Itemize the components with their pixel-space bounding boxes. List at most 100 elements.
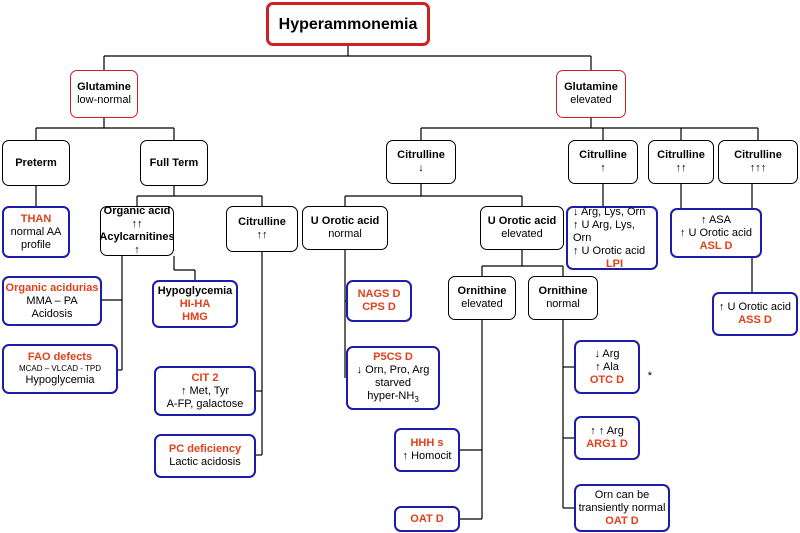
- than-line1: normal AA: [10, 225, 62, 238]
- gln-low-title: Glutamine: [77, 81, 131, 93]
- gln-high-title: Glutamine: [564, 81, 618, 93]
- lpi-name: LPI: [605, 257, 624, 270]
- p5cs-line3-text: hyper-NH: [367, 389, 415, 402]
- node-citrulline-fullterm: Citrulline ↑↑: [226, 206, 298, 252]
- p5cs-name: P5CS D: [373, 350, 413, 363]
- oa-dis-line2: Acidosis: [31, 307, 73, 320]
- node-nags-cps: NAGS D CPS D: [346, 280, 412, 322]
- otc-line1: ↓ Arg: [594, 347, 620, 360]
- node-cit2: CIT 2 ↑ Met, Tyr A-FP, galactose: [154, 366, 256, 416]
- asl-name: ASL D: [699, 239, 733, 252]
- node-organic-acid: Organic acid ↑↑ Acylcarnitines ↑: [99, 205, 175, 256]
- nags-name1: NAGS D: [357, 288, 401, 300]
- node-citrulline-up: Citrulline ↑: [568, 140, 638, 184]
- node-otc: ↓ Arg ↑ Ala OTC D *: [574, 340, 652, 394]
- otc-name: OTC D: [589, 373, 625, 386]
- lpi-line3: ↑ U Orotic acid: [573, 244, 646, 257]
- node-pc-deficiency: PC deficiency Lactic acidosis: [154, 434, 256, 478]
- node-citrulline-down: Citrulline ↓: [386, 140, 456, 184]
- nags-name2: CPS D: [362, 301, 396, 313]
- than-line2: profile: [21, 238, 51, 251]
- node-asl: ↑ ASA ↑ U Orotic acid ASL D: [670, 208, 762, 258]
- node-oat-normal: Orn can be transiently normal OAT D: [574, 484, 670, 532]
- node-preterm: Preterm: [2, 140, 70, 186]
- node-full-term: Full Term: [140, 140, 208, 186]
- p5cs-line2: starved: [374, 376, 412, 389]
- asl-line1: ↑ ASA: [701, 213, 731, 226]
- cit2-line2: A-FP, galactose: [166, 397, 244, 410]
- lpi-line1: ↓ Arg, Lys, Orn: [573, 205, 646, 218]
- pc-name: PC deficiency: [168, 443, 242, 455]
- node-ornithine-normal: Ornithine normal: [528, 276, 598, 320]
- node-hypoglycemia: Hypoglycemia HI-HA HMG: [152, 280, 238, 328]
- arg1-line1: ↑ ↑ Arg: [590, 425, 624, 437]
- oat2-line1: Orn can be: [594, 488, 650, 501]
- arg1-name: ARG1 D: [586, 438, 628, 450]
- node-citrulline-up3: Citrulline ↑↑↑: [718, 140, 798, 184]
- node-orotic-elevated: U Orotic acid elevated: [480, 206, 564, 250]
- p5cs-line3: hyper-NH3: [367, 390, 419, 405]
- ass-line1: ↑ U Orotic acid: [718, 301, 792, 313]
- node-citrulline-up2: Citrulline ↑↑: [648, 140, 714, 184]
- asl-line2: ↑ U Orotic acid: [679, 226, 753, 239]
- gln-low-value: low-normal: [77, 94, 131, 106]
- p5cs-line1: ↓ Orn, Pro, Arg: [356, 363, 430, 376]
- node-glutamine-elevated: Glutamine elevated: [556, 70, 626, 118]
- orn-e-value: elevated: [461, 298, 503, 310]
- cit2-line1: ↑ Met, Tyr: [180, 384, 230, 397]
- orn-n-title: Ornithine: [538, 285, 588, 297]
- cit-down-value: ↓: [418, 162, 424, 174]
- uoro-n-title: U Orotic acid: [310, 215, 380, 227]
- node-than: THAN normal AA profile: [2, 206, 70, 258]
- cit-up-value: ↑: [600, 162, 606, 174]
- oa-dis-line1: MMA – PA: [26, 294, 78, 307]
- node-organic-acidurias: Organic acidurias MMA – PA Acidosis: [2, 276, 102, 326]
- fao-line1: MCAD – VLCAD - TPD: [18, 364, 102, 373]
- oat1-name: OAT D: [410, 512, 444, 525]
- cit-up-title: Citrulline: [579, 149, 627, 161]
- uoro-e-value: elevated: [501, 228, 543, 240]
- orn-e-title: Ornithine: [457, 285, 507, 297]
- hypogly-name1: HI-HA: [179, 297, 211, 310]
- uoro-n-value: normal: [328, 228, 362, 240]
- otc-line2: ↑ Ala: [595, 360, 619, 373]
- node-glutamine-low: Glutamine low-normal: [70, 70, 138, 118]
- node-hyperammonemia: Hyperammonemia: [266, 2, 430, 46]
- pc-line1: Lactic acidosis: [169, 456, 241, 468]
- orn-n-value: normal: [546, 298, 580, 310]
- oat2-name: OAT D: [605, 514, 639, 527]
- oat2-line2: transiently normal: [578, 501, 666, 514]
- fullterm-label: Full Term: [149, 156, 199, 169]
- node-lpi: ↓ Arg, Lys, Orn ↑ U Arg, Lys, Orn ↑ U Or…: [566, 206, 658, 270]
- organic-acid-line1: Organic acid ↑↑: [103, 205, 171, 230]
- fao-name: FAO defects: [27, 351, 93, 363]
- organic-acid-line2: Acylcarnitines ↑: [99, 231, 175, 256]
- preterm-label: Preterm: [15, 156, 57, 169]
- cit-ft-title: Citrulline: [238, 216, 286, 228]
- cit-up2-title: Citrulline: [657, 149, 705, 161]
- cit-ft-value: ↑↑: [256, 229, 268, 241]
- hhh-name: HHH s: [410, 437, 444, 449]
- cit2-name: CIT 2: [191, 371, 219, 384]
- than-name: THAN: [20, 212, 52, 225]
- node-p5cs: P5CS D ↓ Orn, Pro, Arg starved hyper-NH3: [346, 346, 440, 410]
- otc-star: *: [647, 370, 652, 382]
- node-fao-defects: FAO defects MCAD – VLCAD - TPD Hypoglyce…: [2, 344, 118, 394]
- cit-up3-value: ↑↑↑: [749, 162, 767, 174]
- lpi-line2: ↑ U Arg, Lys, Orn: [573, 218, 635, 244]
- node-ornithine-elevated: Ornithine elevated: [448, 276, 516, 320]
- p5cs-line3-sub: 3: [414, 395, 419, 405]
- gln-high-value: elevated: [570, 94, 612, 106]
- node-arg1: ↑ ↑ Arg ARG1 D: [574, 416, 640, 460]
- node-ass: ↑ U Orotic acid ASS D: [712, 292, 798, 336]
- cit-up2-value: ↑↑: [675, 162, 687, 174]
- uoro-e-title: U Orotic acid: [487, 215, 557, 227]
- hypogly-name2: HMG: [182, 310, 208, 323]
- oa-dis-name: Organic acidurias: [5, 281, 99, 294]
- fao-line2: Hypoglycemia: [25, 374, 95, 386]
- cit-down-title: Citrulline: [397, 149, 445, 161]
- cit-up3-title: Citrulline: [734, 149, 782, 161]
- hhh-line1: ↑ Homocit: [402, 450, 452, 462]
